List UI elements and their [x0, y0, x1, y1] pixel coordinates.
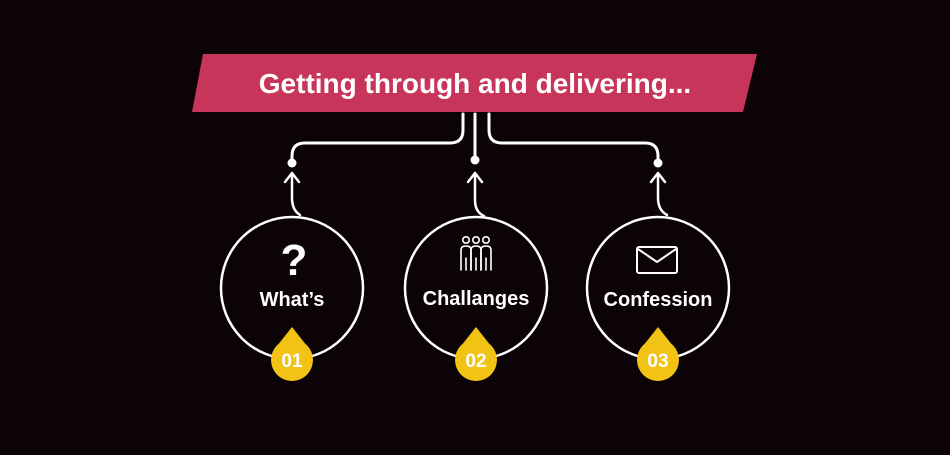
connectors — [290, 112, 660, 164]
step-3-number: 03 — [647, 351, 668, 372]
step-2-number: 02 — [465, 351, 486, 372]
title-text: Getting through and delivering... — [259, 68, 691, 99]
title-banner-shape — [192, 54, 757, 112]
question-mark-icon: ? — [281, 236, 308, 285]
step-2: Challanges 02 — [403, 171, 549, 381]
step-2-badge — [455, 339, 497, 381]
step-3-label: Confession — [604, 289, 713, 311]
step-3: Confession 03 — [585, 171, 731, 381]
connector-dot-left — [287, 158, 297, 168]
step-1-number: 01 — [281, 351, 303, 372]
people-group-icon — [460, 236, 492, 271]
step-2-label: Challanges — [423, 288, 530, 310]
step-2-arrow-stem — [473, 174, 486, 218]
envelope-icon — [636, 246, 678, 274]
connector-dot-center — [470, 155, 480, 165]
svg-text:?: ? — [281, 236, 308, 285]
connector-right — [487, 112, 660, 164]
step-1: ? What’s 01 — [219, 171, 365, 381]
step-2-arrow-head-icon — [466, 171, 484, 184]
step-3-arrow-stem — [656, 174, 669, 217]
step-1-badge — [271, 339, 313, 381]
step-1-arrow-stem — [290, 174, 302, 217]
connector-dots — [287, 155, 663, 168]
step-3-badge — [637, 339, 679, 381]
step-1-arrow-head-icon — [283, 171, 301, 184]
title-banner: Getting through and delivering... — [192, 54, 757, 112]
step-1-label: What’s — [260, 289, 325, 311]
connector-left — [290, 112, 465, 164]
step-3-arrow-head-icon — [649, 171, 667, 184]
connector-dot-right — [653, 158, 663, 168]
